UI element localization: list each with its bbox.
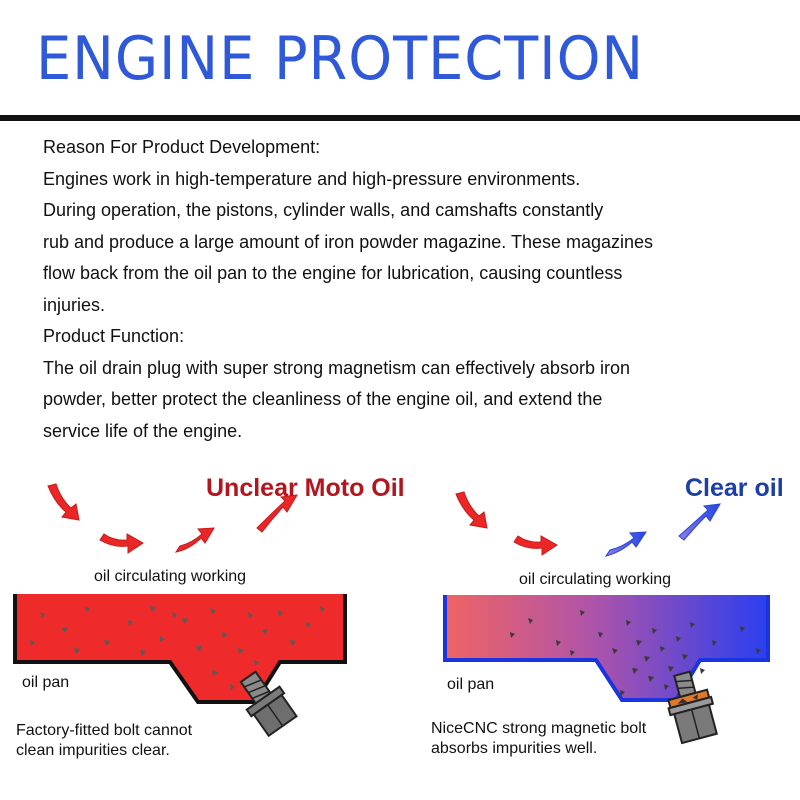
paragraph-line: flow back from the oil pan to the engine…: [43, 263, 623, 283]
unclear-oil-heading: Unclear Moto Oil: [206, 474, 405, 502]
paragraph-line: injuries.: [43, 294, 106, 315]
caption-right-line1: NiceCNC strong magnetic bolt: [431, 720, 647, 737]
flow-arrow-icon: [455, 491, 558, 556]
flow-arrow-blue-icon: [604, 503, 721, 557]
section-heading-function: Product Function:: [43, 326, 185, 346]
description-text: Reason For Product Development: Engines …: [43, 132, 763, 447]
paragraph-line: service life of the engine.: [43, 420, 243, 441]
title-divider: [0, 115, 800, 121]
paragraph-line: The oil drain plug with super strong mag…: [43, 357, 630, 378]
oil-pan-label-left: oil pan: [22, 674, 70, 691]
left-diagram: [13, 483, 347, 738]
paragraph-line: Engines work in high-temperature and hig…: [43, 168, 581, 189]
flow-label-left: oil circulating working: [94, 568, 247, 585]
page-title: ENGINE PROTECTION: [36, 24, 645, 94]
iron-powder-particles: [510, 610, 761, 696]
magnetic-bolt-icon: [667, 670, 719, 745]
caption-right-line2: absorbs impurities well.: [431, 740, 598, 757]
caption-left-line2: clean impurities clear.: [16, 742, 170, 759]
flow-arrow-icon: [47, 483, 298, 554]
paragraph-line: powder, better protect the cleanliness o…: [43, 389, 603, 409]
right-diagram: [443, 491, 770, 745]
caption-left: Factory-fitted bolt cannot clean impurit…: [16, 721, 192, 761]
iron-powder-particles: [30, 606, 325, 690]
oil-pan-left: [15, 594, 345, 702]
clear-oil-heading: Clear oil: [685, 474, 784, 502]
caption-right: NiceCNC strong magnetic bolt absorbs imp…: [431, 719, 646, 759]
oil-pan-label-right: oil pan: [447, 676, 495, 693]
section-heading-reason: Reason For Product Development:: [43, 137, 321, 157]
flow-label-right: oil circulating working: [519, 571, 672, 588]
caption-left-line1: Factory-fitted bolt cannot: [16, 722, 193, 739]
paragraph-line: rub and produce a large amount of iron p…: [43, 231, 654, 252]
factory-bolt-icon: [239, 670, 298, 738]
paragraph-line: During operation, the pistons, cylinder …: [43, 200, 604, 220]
